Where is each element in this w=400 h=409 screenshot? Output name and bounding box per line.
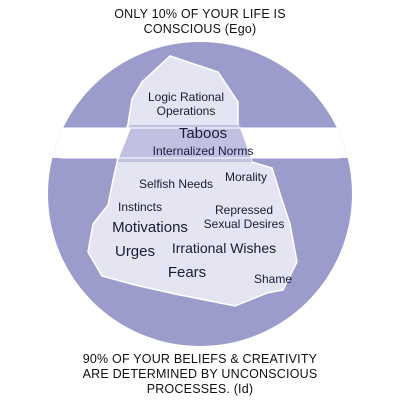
label-repressed-line1: Repressed [214,203,274,217]
bottom-caption-line2: ARE DETERMINED BY UNCONSCIOUS [82,367,318,381]
label-shame: Shame [253,272,293,286]
label-irrational-wishes: Irrational Wishes [171,240,277,256]
bottom-caption-line1: 90% OF YOUR BELIEFS & CREATIVITY [82,352,318,366]
label-morality: Morality [224,170,267,184]
label-logic-line2: Operations [156,104,216,118]
top-caption-line2: CONSCIOUS (Ego) [143,22,257,36]
label-taboos: Taboos [178,125,228,142]
label-urges: Urges [114,243,155,260]
label-repressed: Repressed Sexual Desires [193,203,295,231]
label-logic-line1: Logic Rational [147,90,225,104]
iceberg-band-gap [119,128,251,158]
label-motivations: Motivations [112,219,188,236]
label-selfish-needs: Selfish Needs [138,177,214,191]
label-fears: Fears [167,264,207,281]
top-caption-line1: ONLY 10% OF YOUR LIFE IS [114,7,286,21]
label-repressed-line2: Sexual Desires [203,217,285,231]
top-caption: ONLY 10% OF YOUR LIFE IS CONSCIOUS (Ego) [0,7,400,37]
bottom-caption-line3: PROCESSES. (Id) [146,382,254,396]
label-logic: Logic Rational Operations [130,90,242,118]
label-instincts: Instincts [117,200,162,214]
label-internalized-norms: Internalized Norms [152,144,254,158]
bottom-caption: 90% OF YOUR BELIEFS & CREATIVITY ARE DET… [0,352,400,397]
